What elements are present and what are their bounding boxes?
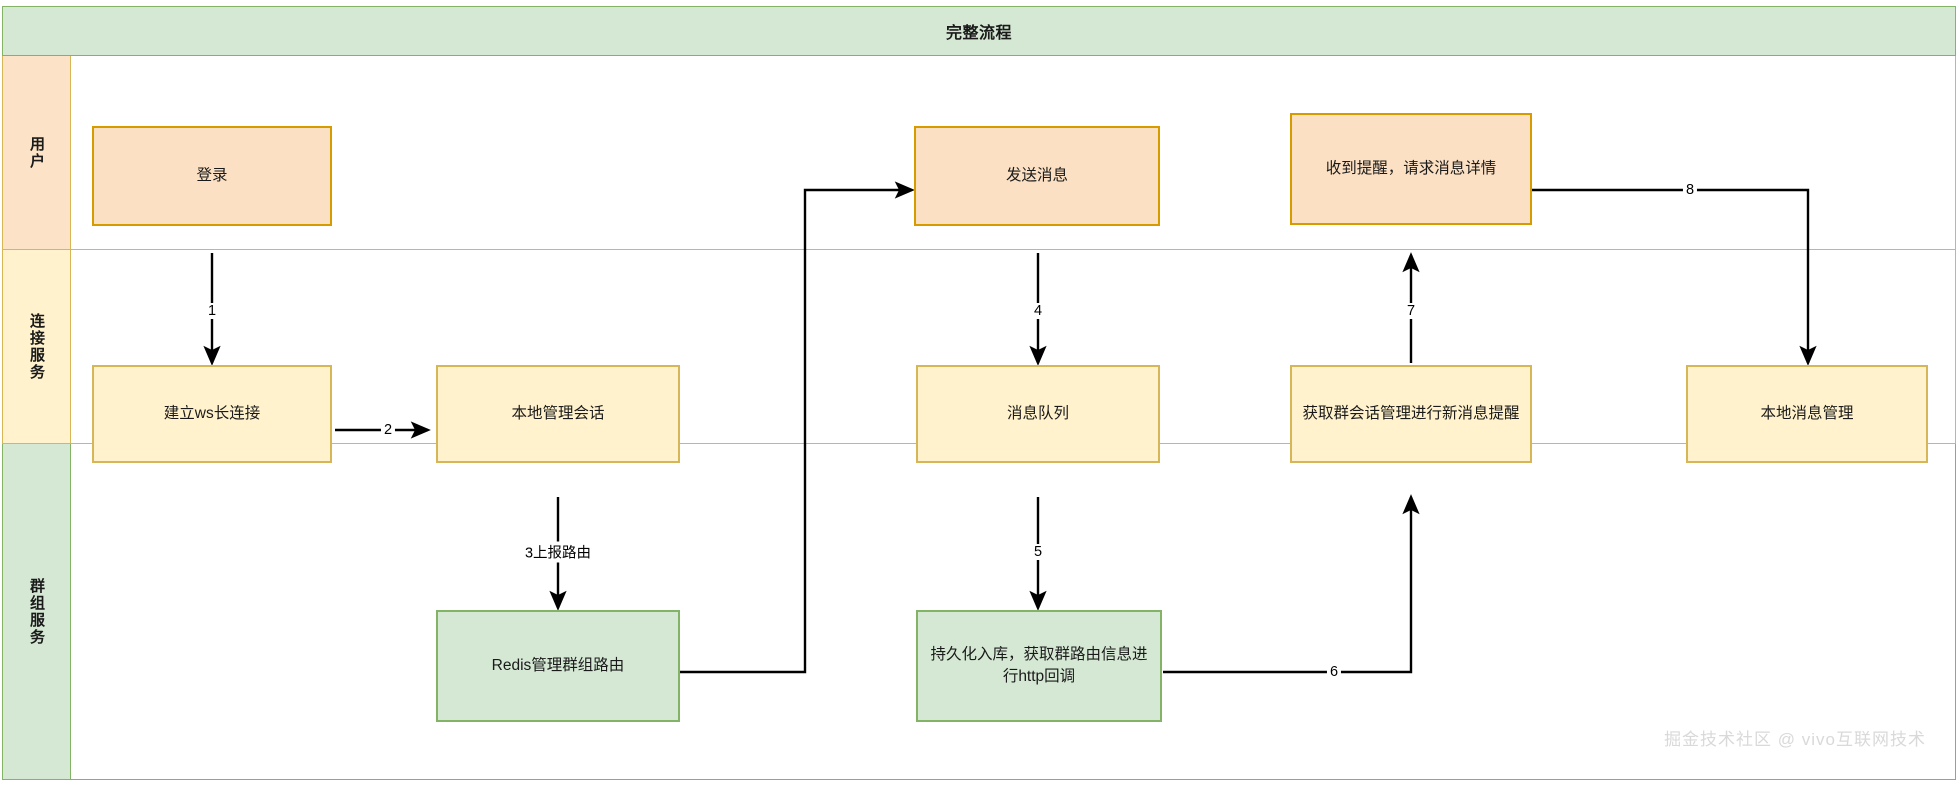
node-local-session-label: 本地管理会话 <box>511 404 605 422</box>
node-login-label: 登录 <box>196 166 228 184</box>
watermark: 掘金技术社区 @ vivo互联网技术 <box>1664 730 1926 749</box>
node-group-session-notify[interactable]: 获取群会话管理进行新消息提醒 <box>1290 365 1532 463</box>
diagram-title-bar: 完整流程 <box>2 6 1956 56</box>
swimlane-header-connection-service: 连接服务 <box>3 250 71 443</box>
edge-label-1: 1 <box>204 303 220 319</box>
node-receive-notification[interactable]: 收到提醒，请求消息详情 <box>1290 113 1532 225</box>
node-local-message-manage-label: 本地消息管理 <box>1760 404 1854 422</box>
node-login[interactable]: 登录 <box>92 126 332 226</box>
swimlane-label-connection-service: 连接服务 <box>28 312 45 381</box>
edge-label-2: 2 <box>380 422 396 438</box>
node-ws-connect-label: 建立ws长连接 <box>163 404 261 422</box>
node-send-message-label: 发送消息 <box>1005 166 1068 184</box>
node-redis-group-route[interactable]: Redis管理群组路由 <box>436 610 680 722</box>
swimlane-label-user: 用户 <box>28 135 45 170</box>
swimlane-header-user: 用户 <box>3 56 71 249</box>
edge-label-3: 3上报路由 <box>522 541 594 563</box>
node-local-session[interactable]: 本地管理会话 <box>436 365 680 463</box>
node-ws-connect[interactable]: 建立ws长连接 <box>92 365 332 463</box>
node-local-message-manage[interactable]: 本地消息管理 <box>1686 365 1928 463</box>
edge-label-5: 5 <box>1030 544 1046 560</box>
edge-label-4: 4 <box>1030 303 1046 319</box>
swimlane-header-group-service: 群组服务 <box>3 444 71 779</box>
node-message-queue[interactable]: 消息队列 <box>916 365 1160 463</box>
diagram-title: 完整流程 <box>945 25 1012 42</box>
node-group-session-notify-label: 获取群会话管理进行新消息提醒 <box>1302 404 1520 422</box>
swimlane-label-group-service: 群组服务 <box>28 577 45 646</box>
node-redis-group-route-label: Redis管理群组路由 <box>491 656 625 674</box>
edge-label-6: 6 <box>1326 664 1342 680</box>
node-message-queue-label: 消息队列 <box>1006 404 1069 422</box>
node-persist-http-callback[interactable]: 持久化入库，获取群路由信息进行http回调 <box>916 610 1162 722</box>
node-persist-http-callback-label: 持久化入库，获取群路由信息进行http回调 <box>930 645 1148 685</box>
edge-label-8: 8 <box>1682 182 1698 198</box>
node-send-message[interactable]: 发送消息 <box>914 126 1160 226</box>
node-receive-notification-label: 收到提醒，请求消息详情 <box>1325 159 1497 177</box>
edge-label-7: 7 <box>1403 303 1419 319</box>
